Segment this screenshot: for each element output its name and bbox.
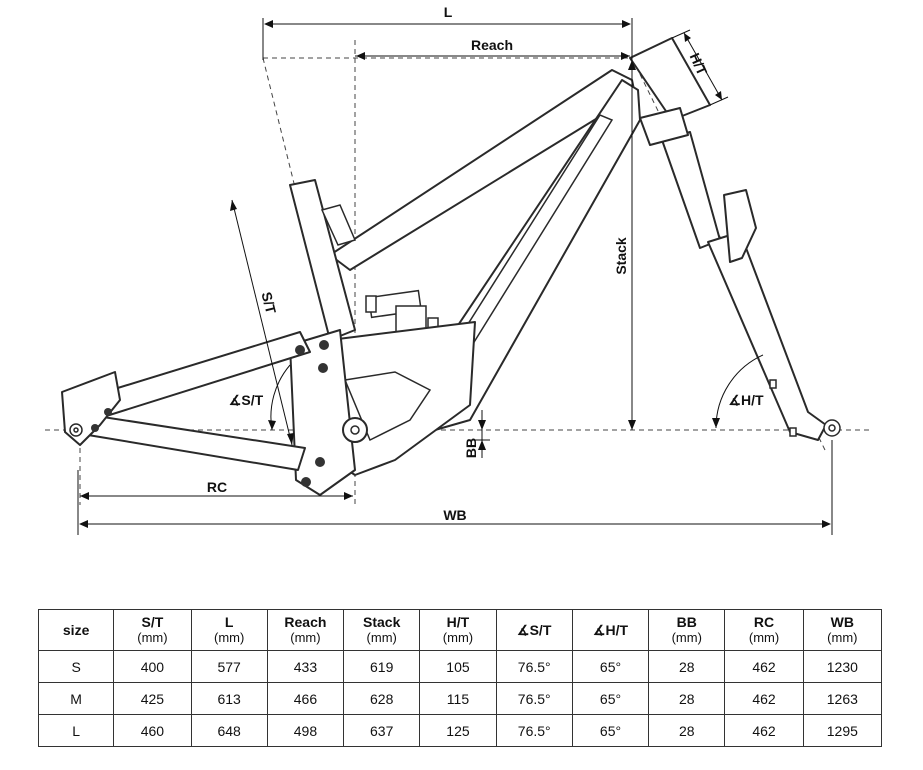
column-header-label: H/T [446,614,470,630]
table-cell: 425 [113,682,192,715]
table-cell: 76.5° [495,650,573,683]
dimension-lines [77,18,833,535]
column-header: BB(mm) [648,609,726,651]
table-cell: 1295 [802,714,883,747]
table-cell: 125 [419,714,497,747]
table-cell: 460 [113,714,192,747]
size-cell: M [37,682,115,715]
table-cell: 462 [724,714,804,747]
label-st: S/T [258,290,279,315]
table-cell: 28 [648,682,726,715]
table-cell: 619 [343,650,421,683]
table-cell: 65° [571,714,650,747]
column-header-unit: (mm) [214,630,245,645]
column-header-label: L [224,614,234,630]
table-cell: 462 [724,682,804,715]
table-cell: 613 [190,682,268,715]
column-header: WB(mm) [802,609,883,651]
column-header: L(mm) [190,609,268,651]
table-cell: 1263 [802,682,883,715]
table-cell: 28 [648,714,726,747]
table-cell: 1230 [802,650,883,683]
table-cell: 76.5° [495,682,573,715]
label-st-angle: ∡S/T [229,392,264,408]
table-cell: 628 [343,682,421,715]
column-header-unit: (mm) [671,630,702,645]
column-header-unit: (mm) [827,630,858,645]
column-header-label: BB [676,614,697,630]
column-header-unit: (mm) [442,630,474,645]
table-cell: 577 [190,650,268,683]
rear-shock [365,289,439,333]
column-header-label: WB [830,614,854,630]
column-header-label: ∡H/T [592,621,629,638]
column-header: ∡S/T [495,609,573,651]
column-header-unit: (mm) [366,630,397,645]
column-header-label: S/T [141,614,164,630]
label-reach: Reach [471,37,513,53]
table-cell: 400 [113,650,192,683]
table-cell: 498 [266,714,345,747]
label-stack: Stack [613,237,629,275]
table-cell: 65° [571,682,650,715]
column-header: S/T(mm) [113,609,192,651]
column-header-label: Stack [363,614,401,630]
headset-cap [639,107,689,146]
column-header-unit: (mm) [748,630,780,645]
fork [661,131,841,441]
column-header: ∡H/T [571,609,650,651]
table-cell: 433 [266,650,345,683]
table-cell: 648 [190,714,268,747]
table-cell: 65° [571,650,650,683]
column-header-unit: (mm) [290,630,321,645]
size-cell: S [37,650,115,683]
column-header: H/T(mm) [419,609,497,651]
table-cell: 115 [419,682,497,715]
pivot-bolts [91,340,329,487]
column-header-label: RC [753,614,775,630]
bike-frame [61,37,841,496]
column-header-unit: (mm) [137,630,168,645]
label-wb: WB [443,507,466,523]
table-cell: 466 [266,682,345,715]
seat-tube [289,179,356,341]
label-bb: BB [463,438,479,458]
column-header: RC(mm) [724,609,804,651]
frame-geometry-diagram: L Reach H/T Stack S/T ∡S/T ∡H/T BB RC WB [45,4,870,535]
table-cell: 28 [648,650,726,683]
column-header: Reach(mm) [266,609,345,651]
seat-stay [94,331,311,419]
table-cell: 637 [343,714,421,747]
column-header-label: ∡S/T [517,621,552,638]
size-cell: L [37,714,115,747]
table-cell: 462 [724,650,804,683]
column-header: size [37,609,115,651]
column-header-label: Reach [284,614,327,630]
head-tube [629,37,711,121]
column-header-label: size [62,621,90,638]
table-cell: 105 [419,650,497,683]
table-cell: 76.5° [495,714,573,747]
column-header: Stack(mm) [343,609,421,651]
label-ht-angle: ∡H/T [728,392,764,408]
label-rc: RC [207,479,227,495]
label-l: L [444,4,453,20]
